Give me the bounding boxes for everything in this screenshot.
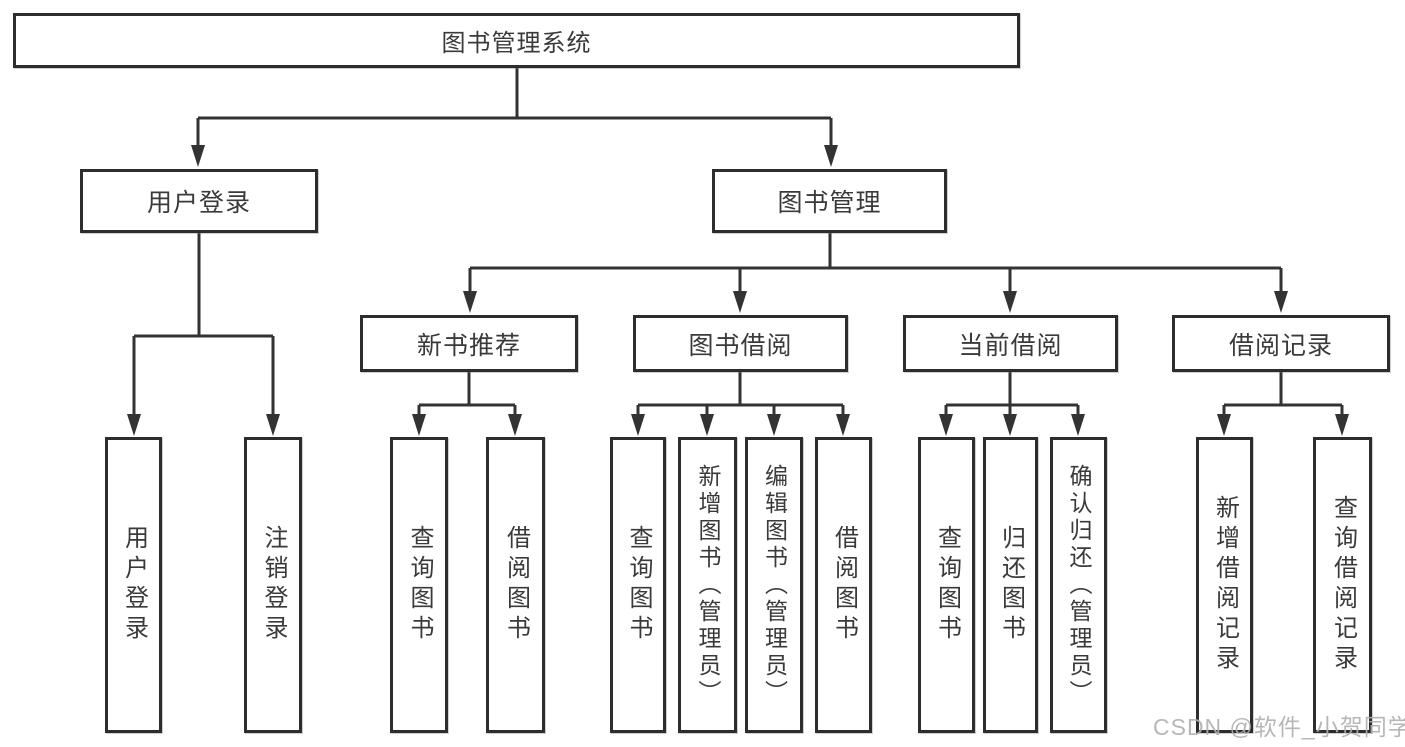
node-new-book-recommend: 新书推荐 [360,315,578,372]
leaf-query-books-recommend: 查询图书 [390,437,448,733]
csdn-watermark: CSDN @软件_小贺同学 [1153,714,1405,740]
node-book-management: 图书管理 [712,169,947,233]
node-user-login: 用户登录 [80,169,318,233]
leaf-logout: 注销登录 [244,437,302,733]
leaf-add-books-admin: 新增图书（管理员） [678,437,737,733]
node-library-management-system: 图书管理系统 [13,13,1020,68]
node-current-borrow: 当前借阅 [903,315,1118,372]
leaf-add-borrow-record: 新增借阅记录 [1196,437,1253,733]
leaf-user-login: 用户登录 [105,437,162,733]
leaf-query-borrow-record: 查询借阅记录 [1313,437,1372,733]
leaf-borrow-books: 借阅图书 [815,437,872,733]
leaf-query-books-current: 查询图书 [918,437,975,733]
leaf-confirm-return-admin: 确认归还（管理员） [1050,437,1107,733]
node-book-borrow: 图书借阅 [633,315,848,372]
leaf-query-books-borrow: 查询图书 [610,437,666,733]
node-borrow-records: 借阅记录 [1172,315,1390,372]
leaf-edit-books-admin: 编辑图书（管理员） [745,437,803,733]
leaf-return-books: 归还图书 [983,437,1038,733]
leaf-borrow-books-recommend: 借阅图书 [486,437,545,733]
